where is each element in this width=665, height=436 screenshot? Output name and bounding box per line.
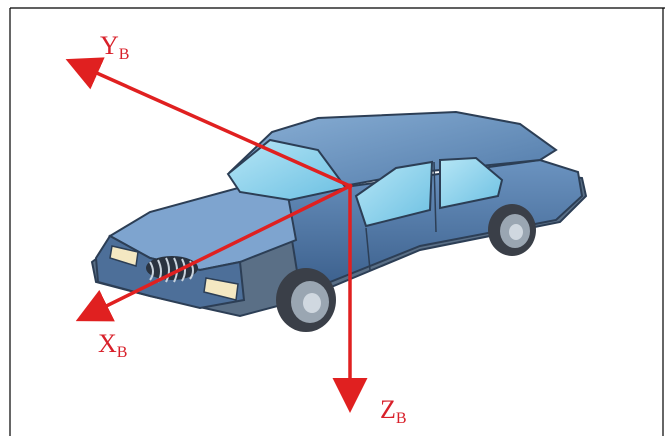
car-illustration [92, 112, 586, 332]
x-axis-label: XB [98, 329, 127, 361]
y-axis-label: YB [100, 31, 129, 63]
car-wheel-front [276, 268, 336, 332]
car-wheel-rear [488, 204, 536, 256]
z-axis-label: ZB [380, 395, 407, 427]
origin-point [348, 184, 353, 189]
